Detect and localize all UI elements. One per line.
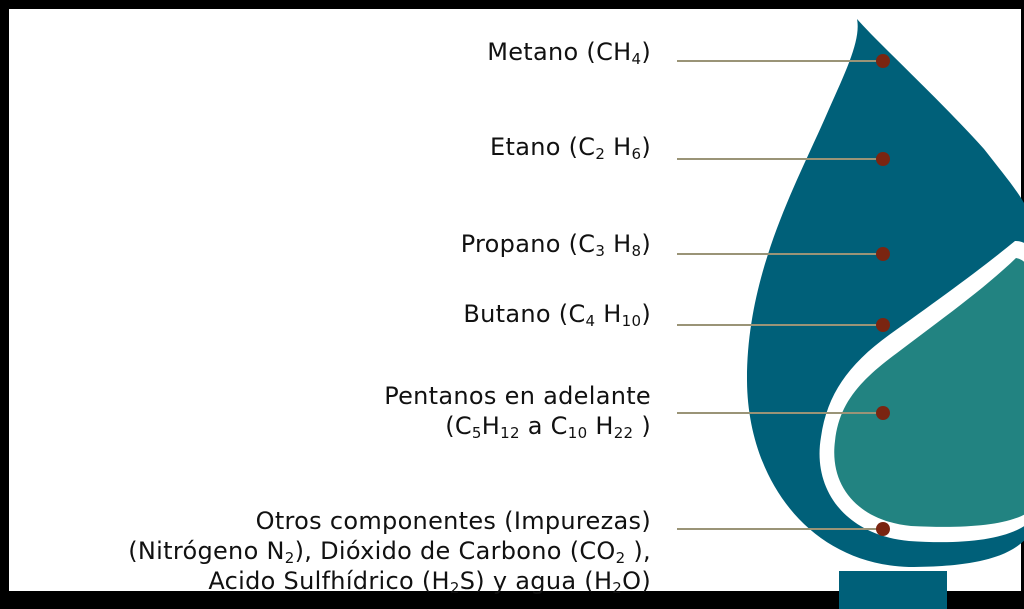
marker-butano: [876, 318, 890, 332]
label-propano-line-1: Propano (C3 H8): [461, 229, 651, 259]
label-butano: Butano (C4 H10): [463, 299, 651, 329]
text: H: [595, 300, 622, 328]
text: ): [641, 230, 651, 258]
marker-otros: [876, 522, 890, 536]
text: H: [587, 412, 614, 440]
inner-flame: [834, 258, 1024, 527]
subscript: 22: [613, 424, 634, 442]
subscript: 8: [631, 242, 642, 260]
text: Propano (C: [460, 230, 596, 258]
label-pentanos-line-2: (C5H12 a C10 H22 ): [384, 411, 651, 441]
text: S) y agua (H: [459, 567, 613, 595]
text: Etano (C: [490, 133, 596, 161]
text: a C: [519, 412, 568, 440]
label-pentanos: Pentanos en adelante(C5H12 a C10 H22 ): [384, 381, 651, 441]
label-propano: Propano (C3 H8): [461, 229, 651, 259]
text: Pentanos en adelante: [384, 382, 651, 410]
text: (Nitrógeno N: [128, 537, 285, 565]
label-butano-line-1: Butano (C4 H10): [463, 299, 651, 329]
subscript: 2: [449, 579, 460, 597]
label-pentanos-line-1: Pentanos en adelante: [384, 381, 651, 411]
subscript: 5: [471, 424, 482, 442]
marker-pentanos: [876, 406, 890, 420]
label-otros: Otros componentes (Impurezas)(Nitrógeno …: [128, 506, 651, 596]
text: Metano (CH: [487, 38, 632, 66]
text: H: [481, 412, 501, 440]
text: ): [641, 300, 651, 328]
subscript: 10: [567, 424, 588, 442]
text: Butano (C: [463, 300, 586, 328]
subscript: 2: [284, 549, 295, 567]
label-metano-line-1: Metano (CH4): [487, 37, 651, 67]
marker-etano: [876, 152, 890, 166]
text: (C: [445, 412, 472, 440]
text: H: [605, 230, 632, 258]
flame-illustration: [677, 19, 1024, 609]
subscript: 2: [595, 145, 606, 163]
label-otros-line-3: Acido Sulfhídrico (H2S) y agua (H2O): [128, 566, 651, 596]
subscript: 2: [612, 579, 623, 597]
flame-base: [839, 571, 947, 609]
subscript: 6: [631, 145, 642, 163]
marker-metano: [876, 54, 890, 68]
text: ), Dióxido de Carbono (CO: [294, 537, 616, 565]
label-otros-line-2: (Nitrógeno N2), Dióxido de Carbono (CO2 …: [128, 536, 651, 566]
label-metano: Metano (CH4): [487, 37, 651, 67]
subscript: 3: [595, 242, 606, 260]
text: H: [605, 133, 632, 161]
text: O): [622, 567, 651, 595]
text: Acido Sulfhídrico (H: [208, 567, 450, 595]
text: ): [641, 133, 651, 161]
text: ): [641, 38, 651, 66]
leader-lines: [677, 54, 890, 536]
text: Otros componentes (Impurezas): [255, 507, 651, 535]
subscript: 12: [500, 424, 520, 442]
subscript: 2: [615, 549, 626, 567]
subscript: 4: [585, 312, 596, 330]
subscript: 10: [621, 312, 642, 330]
label-etano: Etano (C2 H6): [490, 132, 651, 162]
marker-propano: [876, 247, 890, 261]
text: ),: [625, 537, 651, 565]
text: ): [633, 412, 651, 440]
label-otros-line-1: Otros componentes (Impurezas): [128, 506, 651, 536]
label-etano-line-1: Etano (C2 H6): [490, 132, 651, 162]
subscript: 4: [631, 50, 642, 68]
